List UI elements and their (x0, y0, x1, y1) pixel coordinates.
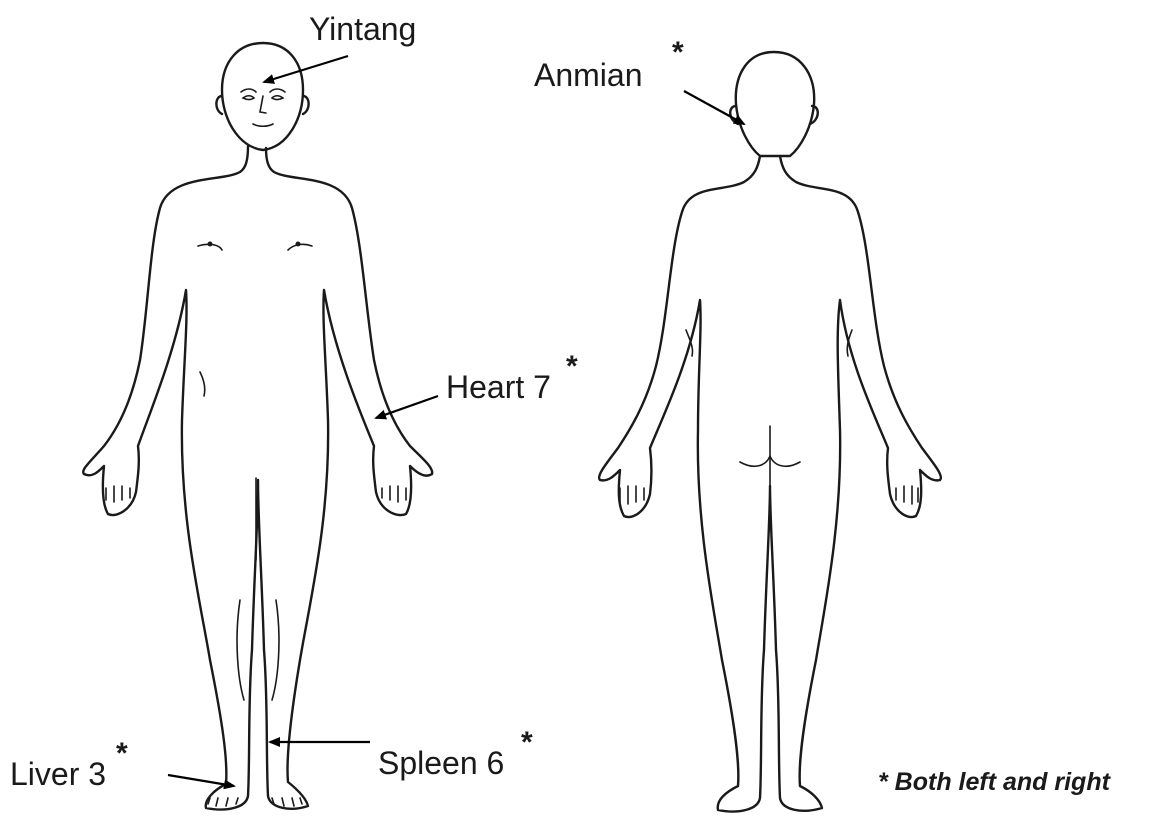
label-heart7: Heart 7 (446, 369, 551, 405)
front-face (241, 89, 285, 126)
asterisk-liver3: * (116, 737, 128, 770)
front-body-figure (83, 43, 432, 810)
label-yintang: Yintang (309, 11, 416, 47)
liver3-arrow (168, 775, 234, 786)
front-body-outline (83, 146, 432, 810)
yintang-arrow (264, 56, 348, 82)
asterisk-spleen6: * (521, 726, 533, 759)
asterisk-heart7: * (566, 350, 578, 383)
footnote-both-sides: * Both left and right (878, 768, 1112, 796)
label-anmian: Anmian (534, 57, 643, 93)
back-body-figure (599, 52, 941, 812)
asterisk-anmian: * (672, 36, 684, 69)
back-head (736, 52, 814, 156)
label-spleen6: Spleen 6 (378, 745, 504, 781)
label-liver3: Liver 3 (10, 756, 106, 792)
